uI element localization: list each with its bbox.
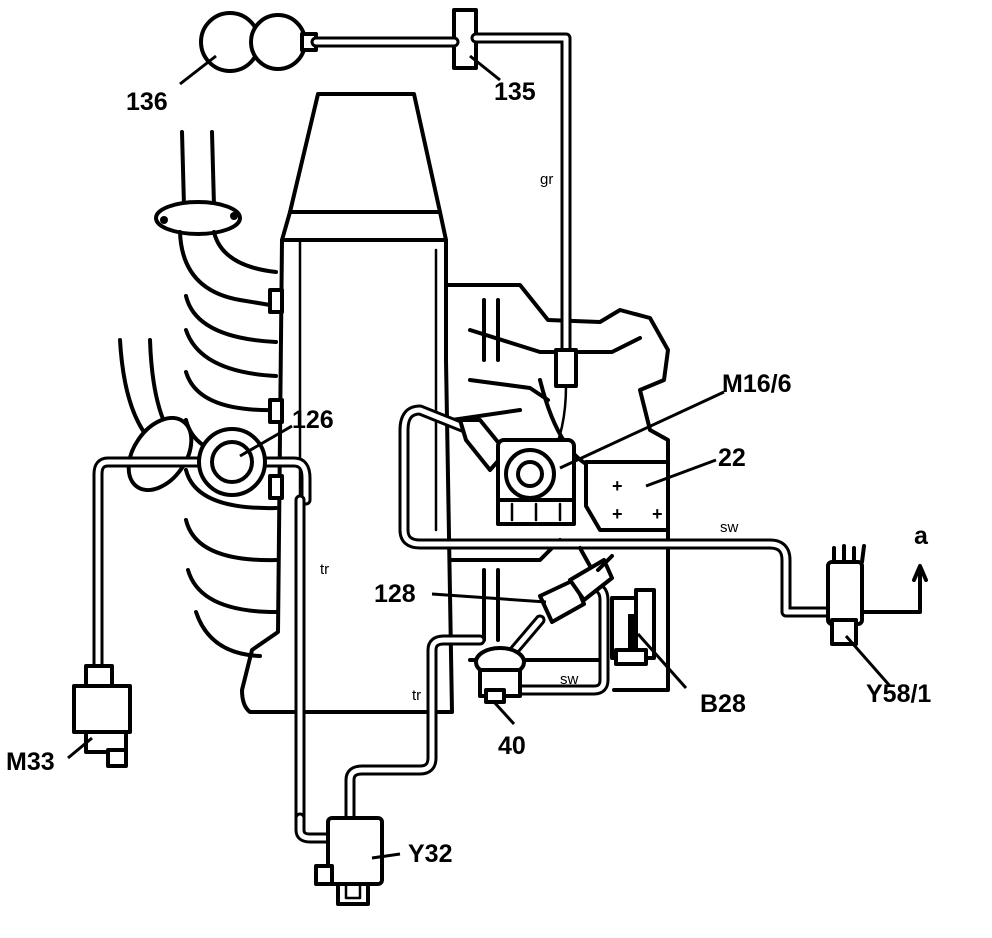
vacuum-reservoir-136: [199, 11, 318, 73]
label-m16-6: M16/6: [722, 370, 791, 398]
label-y58-1: Y58/1: [866, 680, 931, 708]
label-a: a: [914, 522, 929, 550]
label-b28: B28: [700, 690, 746, 718]
component-126: [197, 427, 267, 497]
component-40: [474, 646, 526, 704]
pump-m33: [72, 664, 132, 768]
color-code-gr: gr: [540, 171, 553, 188]
valve-y58-1: [826, 544, 928, 646]
svg-text:+: +: [612, 476, 623, 496]
valve-128: [538, 546, 614, 624]
svg-text:+: +: [612, 504, 623, 524]
labels: 136 135 126 M16/6 22 128 B28 Y58/1 40 M3…: [6, 78, 931, 868]
component-22: + + +: [584, 460, 670, 532]
label-40: 40: [498, 732, 526, 760]
sensor-b28: [610, 588, 656, 666]
label-136: 136: [126, 88, 168, 116]
label-135: 135: [494, 78, 536, 106]
exhaust-manifold: [118, 130, 284, 658]
valve-y32: [314, 816, 384, 906]
svg-text:+: +: [652, 504, 663, 524]
label-y32: Y32: [408, 840, 452, 868]
color-code-tr-lower: tr: [412, 687, 421, 704]
color-code-sw-lower: sw: [560, 671, 579, 688]
label-22: 22: [718, 444, 746, 472]
leader-lines: [67, 54, 892, 860]
color-code-tr-left: tr: [320, 561, 329, 578]
label-126: 126: [292, 406, 334, 434]
color-code-sw-upper: sw: [720, 519, 739, 536]
throttle-actuator-m16-6: [458, 418, 576, 526]
label-m33: M33: [6, 748, 55, 776]
label-128: 128: [374, 580, 416, 608]
